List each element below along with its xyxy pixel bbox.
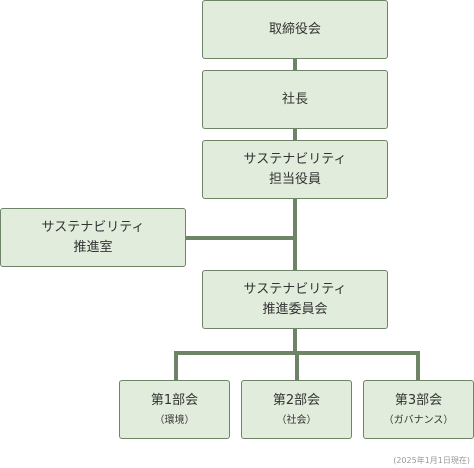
- department-2-label: 第2部会: [272, 392, 321, 408]
- sustainability-office-label-line2: 推進室: [73, 239, 113, 255]
- sustainability-committee-box: サステナビリティ 推進委員会: [202, 270, 388, 329]
- sustainability-committee-label-line2: 推進委員会: [262, 301, 328, 317]
- department-1-box: 第1部会 （環境）: [119, 380, 230, 439]
- department-3-sublabel: （ガバナンス）: [383, 414, 454, 426]
- department-3-label: 第3部会: [394, 392, 443, 408]
- sustainability-officer-label-line2: 担当役員: [268, 171, 321, 187]
- board-label: 取締役会: [268, 21, 321, 37]
- as-of-date-note: (2025年1月1日現在): [393, 456, 470, 465]
- department-1-sublabel: （環境）: [154, 414, 195, 426]
- sustainability-committee-label-line1: サステナビリティ: [243, 281, 347, 297]
- department-2-box: 第2部会 （社会）: [241, 380, 352, 439]
- sustainability-office-box: サステナビリティ 推進室: [0, 208, 186, 267]
- sustainability-officer-label-line1: サステナビリティ: [243, 151, 347, 167]
- board-box: 取締役会: [202, 0, 388, 59]
- sustainability-office-label-line1: サステナビリティ: [41, 219, 145, 235]
- department-1-label: 第1部会: [150, 392, 199, 408]
- president-label: 社長: [281, 91, 308, 107]
- sustainability-officer-box: サステナビリティ 担当役員: [202, 140, 388, 199]
- department-2-sublabel: （社会）: [276, 414, 317, 426]
- president-box: 社長: [202, 70, 388, 129]
- department-3-box: 第3部会 （ガバナンス）: [363, 380, 474, 439]
